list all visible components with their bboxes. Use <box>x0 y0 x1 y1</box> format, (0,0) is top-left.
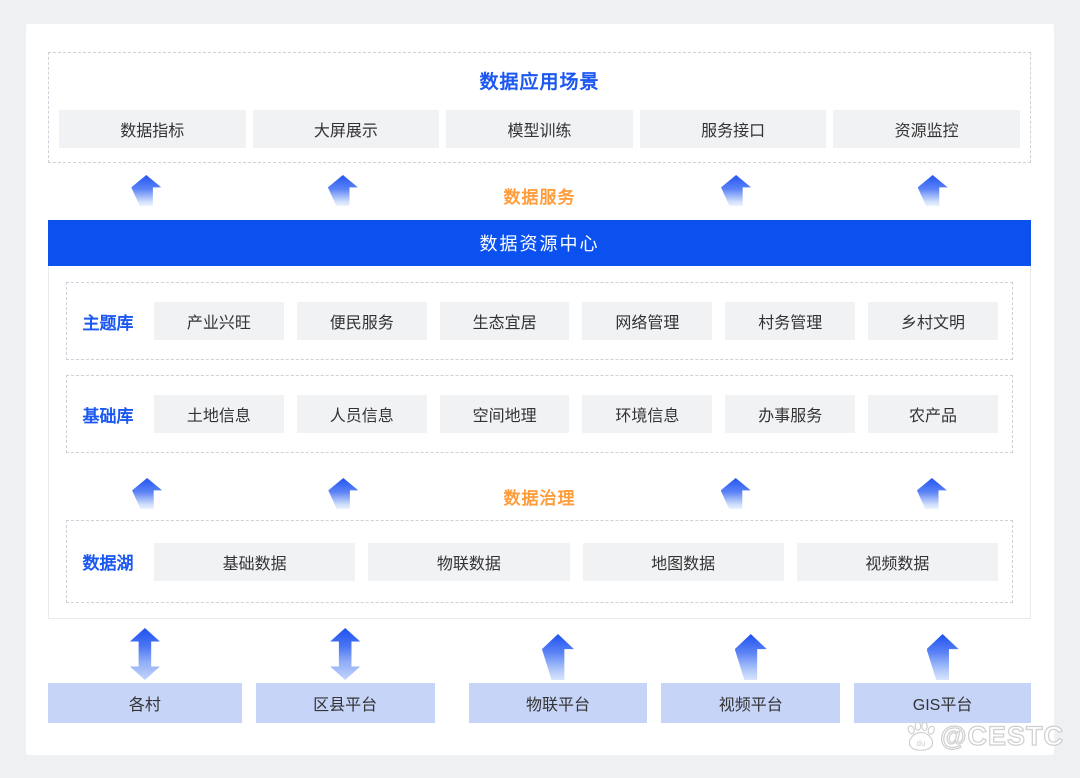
up-arrow-icon <box>132 478 163 509</box>
up-arrow-icon <box>131 175 162 206</box>
architecture-diagram-card: 数据应用场景 数据指标 大屏展示 模型训练 服务接口 资源监控 数据服务 数据资… <box>26 24 1054 755</box>
theme-db-label: 主题库 <box>82 313 134 333</box>
data-governance-arrow-row: 数据治理 <box>49 478 1030 514</box>
baidu-paw-icon: du <box>907 721 936 751</box>
theme-db-box: 生态宜居 <box>439 302 570 340</box>
base-db-box: 空间地理 <box>439 395 570 433</box>
up-arrow-icon <box>327 175 358 206</box>
base-db-box: 办事服务 <box>725 395 856 433</box>
theme-db-row: 主题库 产业兴旺 便民服务 生态宜居 网络管理 村务管理 乡村文明 <box>66 282 1013 360</box>
data-resource-center-banner: 数据资源中心 <box>48 220 1031 266</box>
data-lake-box: 视频数据 <box>796 542 998 581</box>
data-service-label: 数据服务 <box>503 188 576 207</box>
paw-du-text: du <box>917 739 926 748</box>
platform-row: 各村 区县平台 物联平台 视频平台 GIS平台 <box>48 683 1031 723</box>
app-scenarios-row: 数据指标 大屏展示 模型训练 服务接口 资源监控 <box>49 110 1030 148</box>
scenario-box: 数据指标 <box>59 110 246 148</box>
scenario-box: 模型训练 <box>446 110 633 148</box>
platform-box: 区县平台 <box>255 683 435 723</box>
watermark-text: @CESTC <box>940 720 1064 751</box>
up-arrow-icon <box>541 634 574 680</box>
up-arrow-icon <box>916 478 947 509</box>
theme-db-box: 网络管理 <box>582 302 713 340</box>
up-down-arrow-icon <box>129 628 160 680</box>
platform-box: GIS平台 <box>854 683 1031 723</box>
scenario-box: 大屏展示 <box>252 110 440 148</box>
up-arrow-icon <box>721 175 752 206</box>
data-governance-label: 数据治理 <box>503 489 576 508</box>
theme-db-box: 村务管理 <box>725 302 856 340</box>
data-resource-center-body: 主题库 产业兴旺 便民服务 生态宜居 网络管理 村务管理 乡村文明 基础库 土地… <box>48 266 1031 619</box>
scenario-box: 资源监控 <box>833 110 1020 148</box>
data-lake-box: 地图数据 <box>582 542 784 581</box>
up-arrow-icon <box>926 634 959 680</box>
base-db-label: 基础库 <box>82 406 134 426</box>
platform-box: 各村 <box>48 683 242 723</box>
platform-box: 视频平台 <box>661 683 841 723</box>
watermark: du @CESTC <box>903 720 1064 752</box>
base-db-row: 基础库 土地信息 人员信息 空间地理 环境信息 办事服务 农产品 <box>66 375 1013 453</box>
app-scenarios-title: 数据应用场景 <box>479 72 600 93</box>
theme-db-box: 产业兴旺 <box>154 302 284 340</box>
data-lake-box: 基础数据 <box>154 542 356 581</box>
theme-db-box: 乡村文明 <box>868 302 998 340</box>
base-db-box: 土地信息 <box>154 395 284 433</box>
up-down-arrow-icon <box>330 628 361 680</box>
up-arrow-icon <box>720 478 751 509</box>
data-service-arrow-row: 数据服务 <box>48 175 1031 215</box>
data-lake-box: 物联数据 <box>368 542 570 581</box>
data-lake-row: 数据湖 基础数据 物联数据 地图数据 视频数据 <box>66 520 1013 603</box>
theme-db-box: 便民服务 <box>296 302 427 340</box>
up-arrow-icon <box>917 175 948 206</box>
base-db-box: 农产品 <box>868 395 998 433</box>
scenario-box: 服务接口 <box>639 110 827 148</box>
app-scenarios-section: 数据应用场景 数据指标 大屏展示 模型训练 服务接口 资源监控 <box>48 52 1031 163</box>
up-arrow-icon <box>328 478 359 509</box>
up-arrow-icon <box>734 634 767 680</box>
platform-arrow-row <box>48 626 1031 680</box>
base-db-box: 环境信息 <box>582 395 713 433</box>
platform-box: 物联平台 <box>468 683 648 723</box>
base-db-box: 人员信息 <box>296 395 427 433</box>
data-lake-label: 数据湖 <box>82 554 134 573</box>
